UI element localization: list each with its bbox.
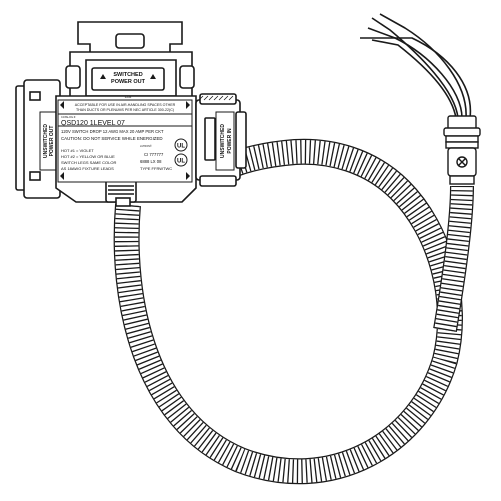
catalog-label: CATALOG #: (61, 115, 76, 119)
brand-tiny-print: LUTRON® (140, 145, 152, 148)
rating-text: 120V SWITCH DROP 12 AWG MAX 20 AMP PER C… (61, 129, 164, 134)
side-label-frames (39, 111, 235, 171)
right-label-line2: POWER IN (227, 128, 233, 154)
arrow-icons (60, 74, 190, 180)
flexible-conduit (113, 138, 463, 485)
lead-wires (360, 13, 472, 119)
top-label-line2: POWER OUT (111, 79, 146, 85)
conduit-to-fitting-ribs (433, 185, 474, 332)
ul-mark-2: UL (174, 153, 188, 167)
ul-marks: UL UL (174, 138, 188, 167)
fixture-leads-text: AS 18AWG FIXTURE LEADS (61, 166, 114, 171)
right-label-line1: UNSWITCHED (220, 124, 226, 158)
conduit-ribs (114, 140, 462, 483)
caution-text: CAUTION: DO NOT SERVICE WHILE ENERGIZED (61, 136, 163, 141)
catalog-number: QSD120 1LEVEL 07 (61, 120, 125, 127)
box-labels: SWITCHED POWER OUT 1234 UNSWITCHED POWER… (43, 72, 233, 171)
top-label-line1: SWITCHED (113, 72, 142, 78)
ul-mark-1: UL (174, 138, 188, 152)
connector-hatch (198, 95, 234, 101)
notice-line1: ACCEPTABLE FOR USE IN AIR-HANDLING SPACE… (75, 103, 176, 107)
type-text: TYPE FFRWTWC (140, 166, 172, 171)
svg-text:UL: UL (177, 144, 185, 150)
wire-fitting (443, 115, 481, 185)
svg-text:UL: UL (177, 159, 185, 165)
notice-line2: THAN DUCTS OR PLENUMS PER NEC ARTICLE 30… (76, 108, 174, 112)
label-plate (57, 99, 193, 183)
switch-legs-text: SWITCH LEGS SAME COLOR (61, 160, 116, 165)
left-label-line2: POWER OUT (49, 126, 55, 157)
code2-text: 6888 LX 08 (140, 159, 162, 164)
left-label-line1: UNSWITCHED (43, 124, 49, 158)
code1-text: CI 777777 (144, 152, 164, 157)
hot2-text: HOT #2 = YELLOW OR BLUE (61, 154, 115, 159)
small-tag: 1234 (125, 95, 132, 99)
hot1-text: HOT #1 = VIOLET (61, 148, 94, 153)
